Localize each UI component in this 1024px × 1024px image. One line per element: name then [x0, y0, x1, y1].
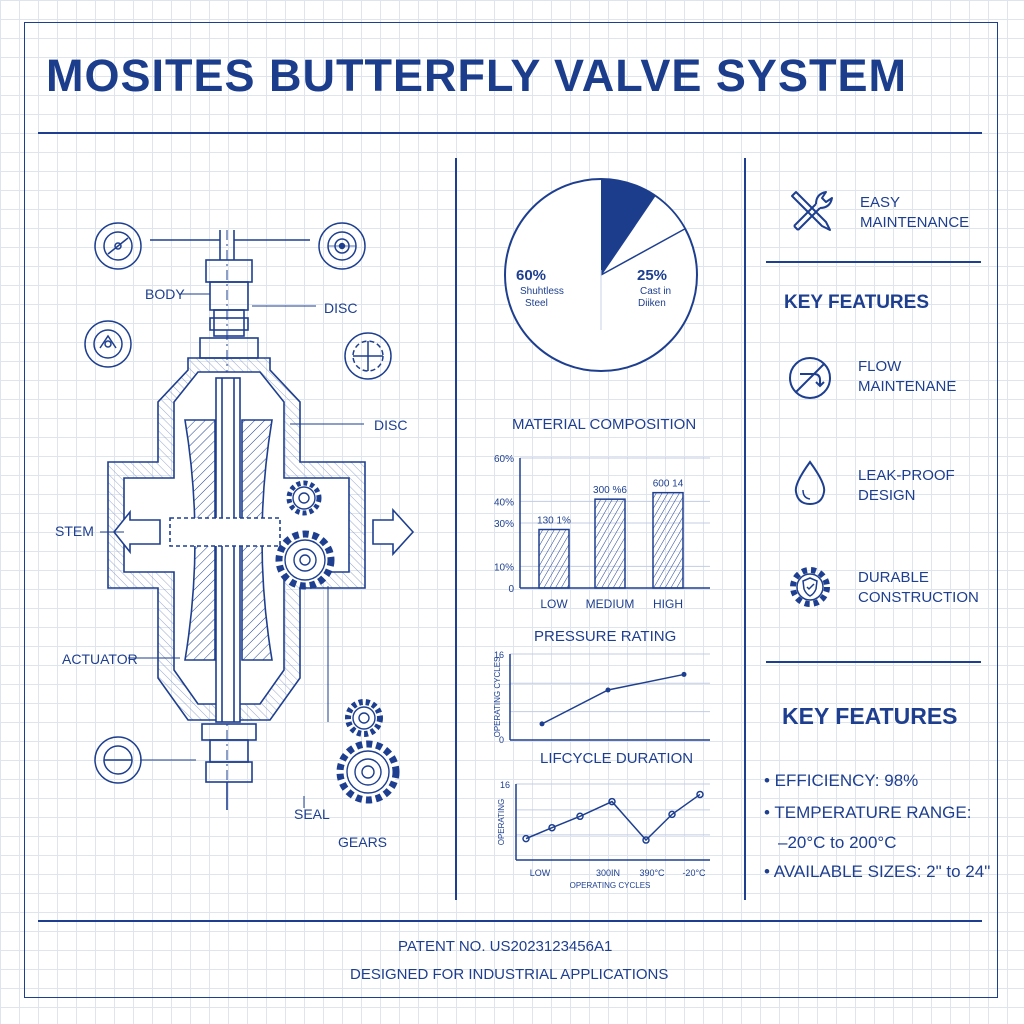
gear-bottom-small-icon [345, 699, 383, 737]
features-divider-top [766, 261, 981, 263]
pressure-y-label: OPERATING CYCLES [493, 657, 502, 738]
pie-right-label-2: Diiken [638, 298, 666, 309]
page-title: MOSITES BUTTERFLY VALVE SYSTEM [46, 50, 907, 101]
flow-no-leak-icon [789, 357, 831, 399]
lifecycle-x-tick: LOW [530, 868, 551, 878]
gear-large-icon [275, 530, 335, 590]
pie-left-pct: 60% [516, 267, 547, 284]
lifecycle-y-label: OPERATING [497, 799, 506, 846]
column-divider-left [455, 158, 457, 900]
feature-flow-line1: FLOW [858, 358, 902, 375]
label-seal: SEAL [294, 806, 330, 822]
pressure-y-tick: 16 [494, 650, 504, 660]
lifecycle-x-tick: -20°C [682, 868, 706, 878]
spec-sizes: • AVAILABLE SIZES: 2" to 24" [764, 862, 991, 881]
material-pie-chart [504, 178, 698, 372]
bar [538, 528, 570, 589]
bar-data-label: 300 %6 [593, 485, 627, 496]
key-features-heading: KEY FEATURES [784, 292, 929, 313]
specs-heading: KEY FEATURES [782, 703, 958, 729]
water-drop-icon [794, 460, 826, 506]
bar [594, 498, 626, 589]
pressure-y-tick: 0 [499, 735, 504, 745]
flow-arrow-right [372, 507, 415, 557]
feature-durable-line2: CONSTRUCTION [858, 589, 979, 606]
lifecycle-x-label: OPERATING CYCLES [570, 881, 651, 890]
pressure-chart-title: PRESSURE RATING [534, 628, 677, 645]
feature-easy-maintenance-line1: EASY [860, 194, 901, 211]
spec-temperature-value: –20°C to 200°C [778, 833, 897, 852]
bar-y-tick: 60% [494, 454, 514, 465]
bar-data-label: 600 14 [653, 479, 684, 490]
lifecycle-x-tick: 300IN [596, 868, 620, 878]
bar-chart-title: MATERIAL COMPOSITION [512, 416, 697, 433]
label-actuator: ACTUATOR [62, 651, 138, 667]
bar-y-tick: 30% [494, 519, 514, 530]
detail-circle-top-right [318, 222, 366, 270]
valve-diagram [84, 222, 415, 810]
spec-temperature-label: • TEMPERATURE RANGE: [764, 803, 972, 822]
spec-efficiency: • EFFICIENCY: 98% [764, 771, 919, 790]
pie-slice-cast [600, 194, 687, 276]
feature-leak-line1: LEAK-PROOF [858, 467, 955, 484]
feature-flow-line2: MAINTENANE [858, 378, 957, 395]
lifecycle-series-line [525, 793, 701, 842]
footer-divider [38, 920, 982, 922]
pressure-point [681, 671, 687, 677]
lifecycle-y-tick: 16 [500, 780, 510, 790]
bar [652, 491, 684, 589]
column-divider-right [744, 158, 746, 900]
detail-circle-top-left [94, 222, 142, 270]
pie-left-label-1: Shuhtless [520, 286, 564, 297]
stem-top-cap [205, 259, 253, 283]
feature-easy-maintenance-line2: MAINTENANCE [860, 214, 970, 231]
blueprint-frame [24, 22, 998, 998]
pressure-series-line [541, 673, 685, 725]
detail-circle-mid-left [84, 320, 132, 368]
pie-slice-steel [601, 179, 655, 275]
gear-bottom-large-icon [336, 740, 400, 804]
feature-durable-line1: DURABLE [858, 569, 929, 586]
bar-x-tick: MEDIUM [586, 597, 635, 611]
lifecycle-x-tick: 390°C [639, 868, 665, 878]
bar-data-label: 130 1% [537, 516, 571, 527]
footer-designed: DESIGNED FOR INDUSTRIAL APPLICATIONS [350, 966, 669, 983]
bar-x-tick: LOW [540, 597, 568, 611]
material-bar-chart: 0 10% 30% 40% 60% 130 1% LOW 300 %6 MEDIUM 600 14… [494, 454, 710, 611]
central-stem [215, 377, 241, 723]
pie-right-pct: 25% [637, 267, 668, 284]
title-divider [38, 132, 982, 134]
gear-shield-icon [790, 567, 830, 607]
pie-left-label-2: Steel [525, 298, 548, 309]
label-stem: STEM [55, 523, 94, 539]
detail-circle-mid-right [344, 332, 392, 380]
gear-small-icon [286, 480, 322, 516]
bar-y-tick: 10% [494, 562, 514, 573]
lifecycle-chart-title: LIFCYCLE DURATION [540, 750, 694, 767]
features-divider-bottom [766, 661, 981, 663]
label-disc-top: DISC [324, 300, 358, 316]
feature-leak-line2: DESIGN [858, 487, 916, 504]
bar-x-tick: HIGH [653, 597, 683, 611]
label-gears: GEARS [338, 834, 388, 850]
pie-right-label-1: Cast in [640, 286, 672, 297]
detail-circle-bottom-left [94, 736, 142, 784]
wrench-screwdriver-icon [791, 191, 833, 231]
label-disc-mid: DISC [374, 417, 408, 433]
footer-patent: PATENT NO. US2023123456A1 [398, 938, 613, 955]
flow-arrow-left [112, 509, 161, 555]
bar-y-tick: 40% [494, 497, 514, 508]
label-body: BODY [145, 286, 185, 302]
bar-y-tick: 0 [508, 584, 514, 595]
